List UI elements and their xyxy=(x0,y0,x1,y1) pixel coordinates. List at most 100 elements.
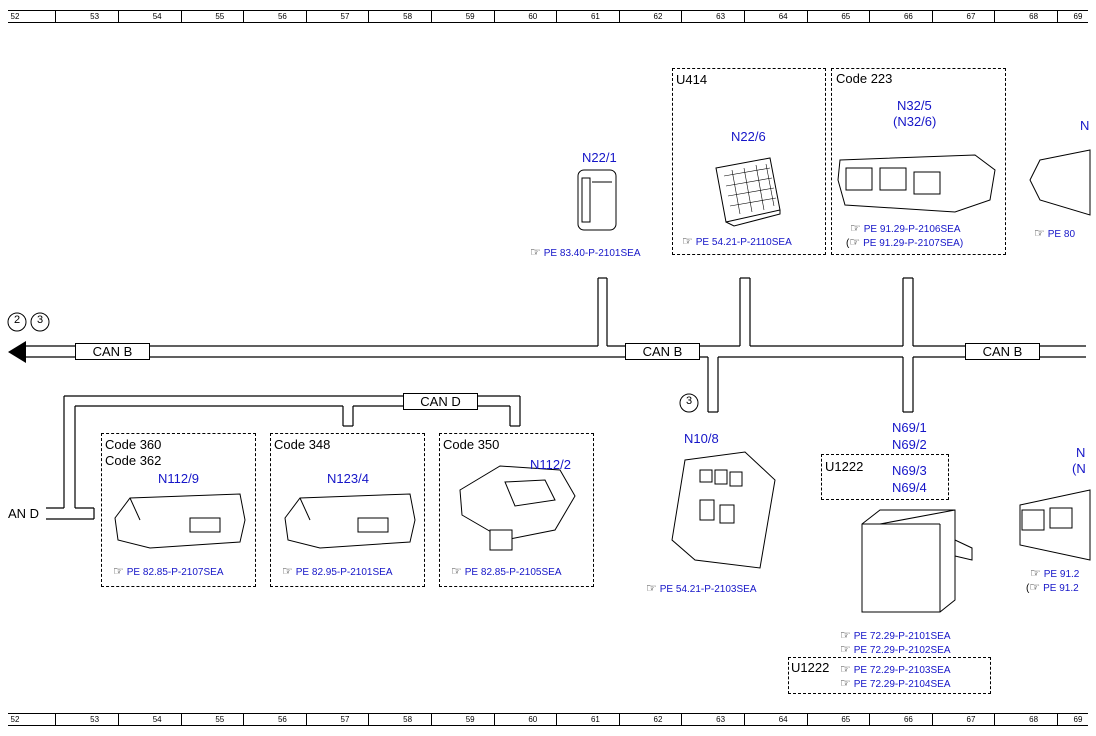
grid-tick xyxy=(117,714,119,725)
grid-tick xyxy=(305,11,307,22)
ref-n22-6[interactable]: ☞PE 54.21-P-2110SEA xyxy=(682,234,792,248)
grid-column-label: 62 xyxy=(653,12,663,21)
n22-1-drawing xyxy=(577,169,617,231)
grid-column-label: 60 xyxy=(528,715,538,724)
grid-tick xyxy=(117,11,119,22)
can-b-label-right: CAN B xyxy=(965,343,1040,360)
ref-partial-right-2[interactable]: (☞PE 91.2 xyxy=(1026,580,1079,594)
ref-n69-a[interactable]: ☞PE 72.29-P-2101SEA xyxy=(840,628,951,642)
ref-text: PE 82.95-P-2101SEA xyxy=(295,567,393,578)
pointing-hand-icon: ☞ xyxy=(451,564,462,578)
grid-column-label: 67 xyxy=(966,715,976,724)
grid-column-label: 65 xyxy=(841,715,851,724)
ref-n123-4[interactable]: ☞PE 82.95-P-2101SEA xyxy=(282,564,393,578)
grid-column-label: 69 xyxy=(1073,12,1083,21)
component-label-n32-6: (N32/6) xyxy=(893,114,937,129)
component-label-n22-1: N22/1 xyxy=(582,150,617,165)
grid-column-label: 55 xyxy=(215,12,225,21)
group-box-code348 xyxy=(270,433,425,587)
circle-number-3-lower: 3 xyxy=(685,395,693,407)
component-label-partial-right-2: (N xyxy=(1072,461,1086,476)
ref-text: PE 54.21-P-2103SEA xyxy=(659,584,757,595)
can-d-label-left: AN D xyxy=(8,507,46,521)
ref-partial-right-1[interactable]: ☞PE 91.2 xyxy=(1030,566,1079,580)
grid-column-label: 61 xyxy=(590,12,600,21)
ref-text: PE 91.2 xyxy=(1043,569,1080,580)
ref-n22-1[interactable]: ☞PE 83.40-P-2101SEA xyxy=(530,245,641,259)
group-label-u414: U414 xyxy=(676,72,708,87)
grid-tick xyxy=(869,11,871,22)
n112-9-drawing xyxy=(114,493,246,549)
grid-tick xyxy=(1056,714,1058,725)
grid-tick xyxy=(55,714,57,725)
n112-2-drawing xyxy=(459,465,576,551)
pointing-hand-icon: ☞ xyxy=(1029,580,1041,594)
ref-n69-d[interactable]: ☞PE 72.29-P-2104SEA xyxy=(840,676,951,690)
ref-text: PE 72.29-P-2103SEA xyxy=(853,665,951,676)
group-box-u1222-b xyxy=(788,657,991,694)
grid-tick xyxy=(55,11,57,22)
grid-tick xyxy=(243,11,245,22)
ref-n69-c[interactable]: ☞PE 72.29-P-2103SEA xyxy=(840,662,951,676)
partial-module-top-drawing xyxy=(1029,149,1091,216)
pointing-hand-icon: ☞ xyxy=(840,628,851,642)
ref-n112-2[interactable]: ☞PE 82.85-P-2105SEA xyxy=(451,564,562,578)
grid-column-label: 56 xyxy=(277,715,287,724)
ref-n32-a[interactable]: ☞PE 91.29-P-2106SEA xyxy=(850,221,961,235)
grid-column-label: 54 xyxy=(152,12,162,21)
grid-column-label: 68 xyxy=(1029,12,1039,21)
grid-tick xyxy=(243,714,245,725)
paren-open: ( xyxy=(1026,583,1030,594)
bus-arrow-head xyxy=(8,341,26,363)
component-label-n22-6: N22/6 xyxy=(731,129,766,144)
ref-text: PE 83.40-P-2101SEA xyxy=(543,248,641,259)
pointing-hand-icon: ☞ xyxy=(1034,226,1045,240)
grid-tick xyxy=(806,714,808,725)
component-label-partial-right-1: N xyxy=(1076,445,1086,460)
grid-tick xyxy=(368,11,370,22)
ref-n112-9[interactable]: ☞PE 82.85-P-2107SEA xyxy=(113,564,224,578)
can-b-bus-line xyxy=(24,277,1086,413)
group-box-u1222-a xyxy=(821,454,949,500)
ref-partial-top[interactable]: ☞PE 80 xyxy=(1034,226,1075,240)
ref-text: PE 91.29-P-2106SEA xyxy=(863,224,961,235)
paren-open: ( xyxy=(846,238,850,249)
grid-tick xyxy=(869,714,871,725)
grid-column-label: 63 xyxy=(716,12,726,21)
ref-n32-b[interactable]: (☞PE 91.29-P-2107SEA) xyxy=(846,235,963,249)
n123-4-drawing xyxy=(284,493,416,549)
component-label-n32-5: N32/5 xyxy=(897,98,932,113)
grid-column-label: 59 xyxy=(465,715,475,724)
grid-column-label: 65 xyxy=(841,12,851,21)
ref-text: PE 72.29-P-2104SEA xyxy=(853,679,951,690)
component-label-partial-top: N xyxy=(1080,118,1090,133)
circle-number-3: 3 xyxy=(36,314,44,326)
grid-column-label: 55 xyxy=(215,715,225,724)
ref-text: PE 82.85-P-2107SEA xyxy=(126,567,224,578)
grid-column-label: 57 xyxy=(340,12,350,21)
grid-column-label: 67 xyxy=(966,12,976,21)
ref-n69-b[interactable]: ☞PE 72.29-P-2102SEA xyxy=(840,642,951,656)
ref-text: PE 91.29-P-2107SEA) xyxy=(863,238,964,249)
can-b-label-left: CAN B xyxy=(75,343,150,360)
group-label-code362: Code 362 xyxy=(105,453,162,468)
ref-n10-8[interactable]: ☞PE 54.21-P-2103SEA xyxy=(646,581,757,595)
group-label-u1222-a: U1222 xyxy=(825,459,864,474)
pointing-hand-icon: ☞ xyxy=(840,676,851,690)
pointing-hand-icon: ☞ xyxy=(850,221,861,235)
component-label-n112-2: N112/2 xyxy=(530,457,571,472)
grid-column-label: 52 xyxy=(10,12,20,21)
circle-number-2: 2 xyxy=(13,314,21,326)
grid-column-label: 64 xyxy=(778,12,788,21)
grid-tick xyxy=(994,714,996,725)
grid-tick xyxy=(556,11,558,22)
grid-tick xyxy=(556,714,558,725)
grid-tick xyxy=(994,11,996,22)
grid-tick xyxy=(305,714,307,725)
grid-column-label: 60 xyxy=(528,12,538,21)
component-label-n123-4: N123/4 xyxy=(327,471,369,486)
pointing-hand-icon: ☞ xyxy=(1030,566,1041,580)
